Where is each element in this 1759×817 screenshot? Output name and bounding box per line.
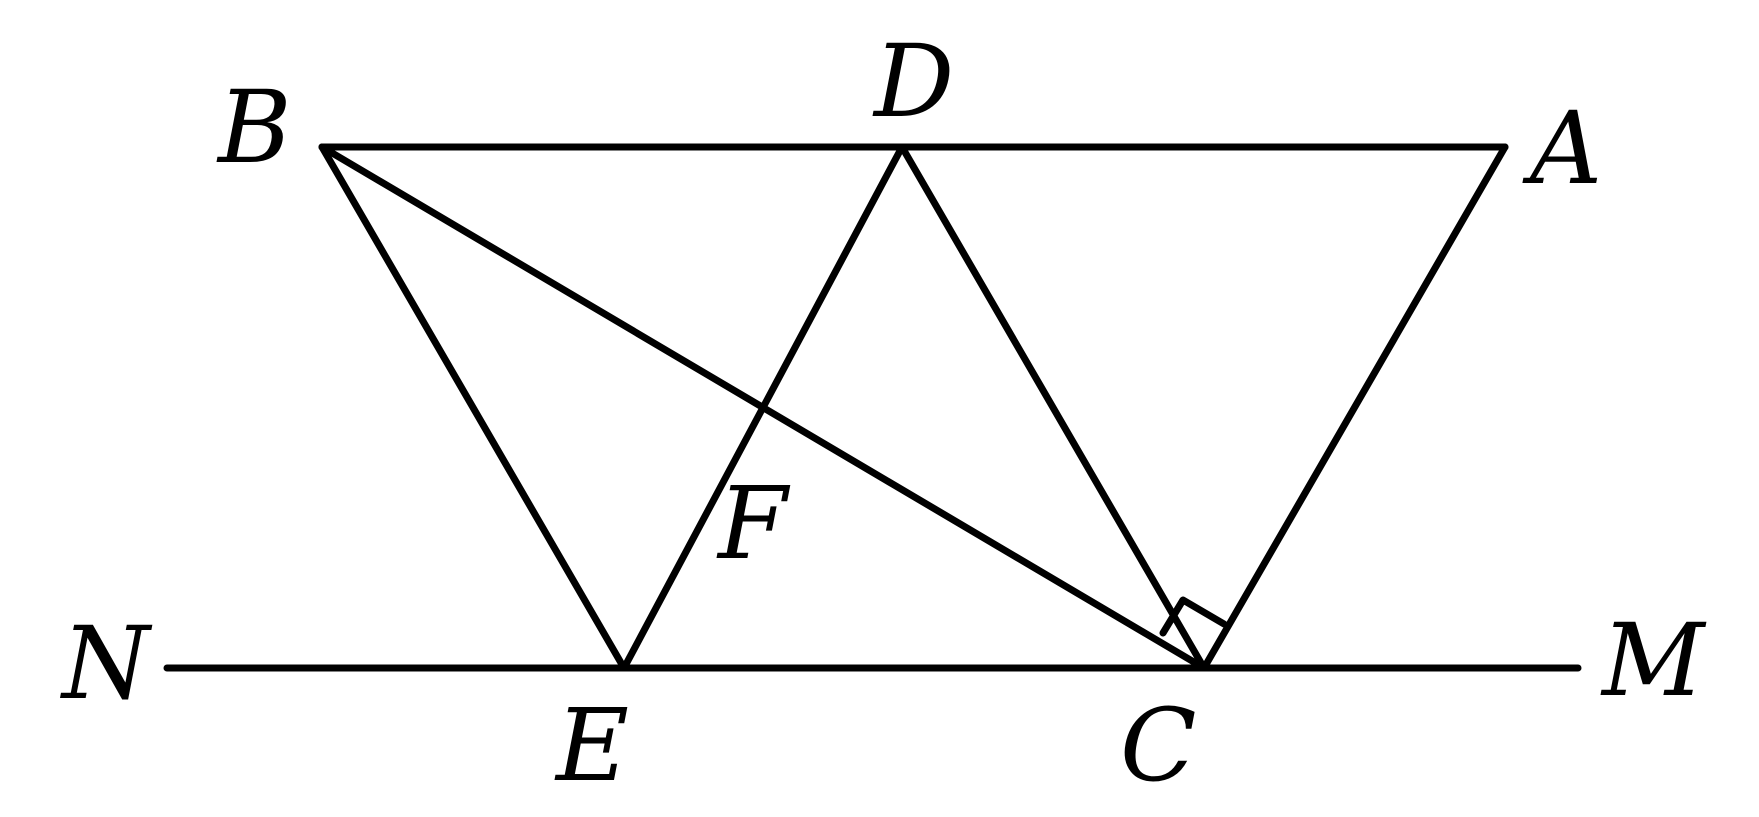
segment-DC [898, 143, 1208, 672]
segment-CA [1200, 143, 1509, 672]
label-point-E: E [554, 687, 629, 804]
segment-BC [318, 143, 1208, 672]
right-angle-mark [1159, 596, 1228, 637]
label-point-F: F [716, 465, 791, 582]
label-point-D: D [872, 23, 954, 140]
label-point-M: M [1600, 602, 1707, 719]
label-point-A: A [1522, 90, 1602, 207]
segment-BE [318, 143, 628, 672]
label-point-N: N [60, 605, 153, 722]
label-point-C: C [1120, 687, 1197, 804]
label-point-B: B [216, 69, 292, 186]
